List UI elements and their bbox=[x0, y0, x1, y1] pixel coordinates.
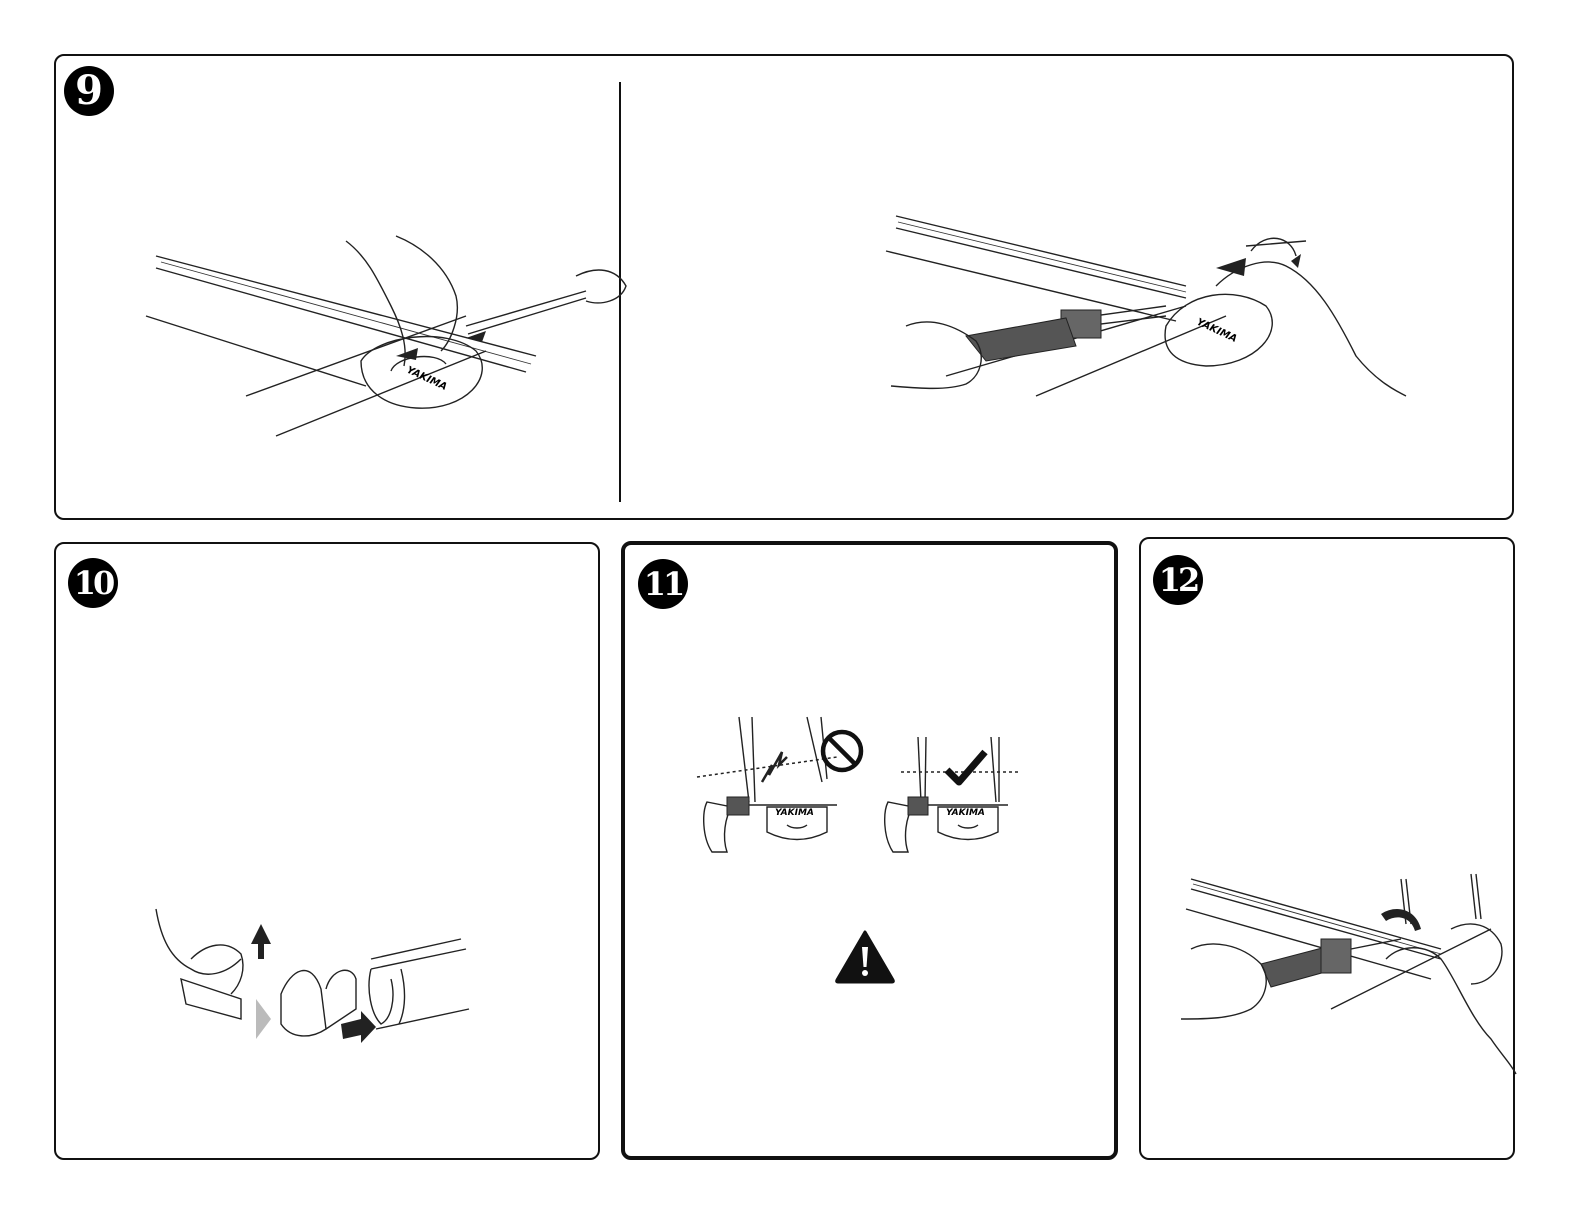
svg-text:YAKIMA: YAKIMA bbox=[946, 808, 985, 818]
step-10-badge: 10 bbox=[68, 558, 118, 608]
panel-step-11: 11 YAKIMA YAKIMA bbox=[621, 541, 1118, 1160]
step-9-badge: 9 bbox=[64, 66, 114, 116]
step-12-badge: 12 bbox=[1153, 555, 1203, 605]
illustration-insert-tool: YAKIMA bbox=[146, 176, 606, 436]
prohibited-icon bbox=[819, 728, 865, 774]
svg-text:YAKIMA: YAKIMA bbox=[1195, 317, 1239, 345]
step-11-badge: 11 bbox=[638, 559, 688, 609]
panel-step-9: 9 YAKIMA YAKIMA bbox=[54, 54, 1514, 520]
illustration-tighten-knob: YAKIMA bbox=[886, 206, 1406, 406]
warning-icon bbox=[834, 929, 896, 985]
panel-9-divider bbox=[619, 82, 621, 502]
panel-step-10: 10 bbox=[54, 542, 600, 1160]
illustration-wheel-strap bbox=[151, 899, 481, 1079]
panel-step-12: 12 bbox=[1139, 537, 1515, 1160]
check-mark-icon bbox=[943, 748, 989, 788]
illustration-final-tighten bbox=[1171, 869, 1491, 1079]
svg-text:YAKIMA: YAKIMA bbox=[775, 808, 814, 818]
